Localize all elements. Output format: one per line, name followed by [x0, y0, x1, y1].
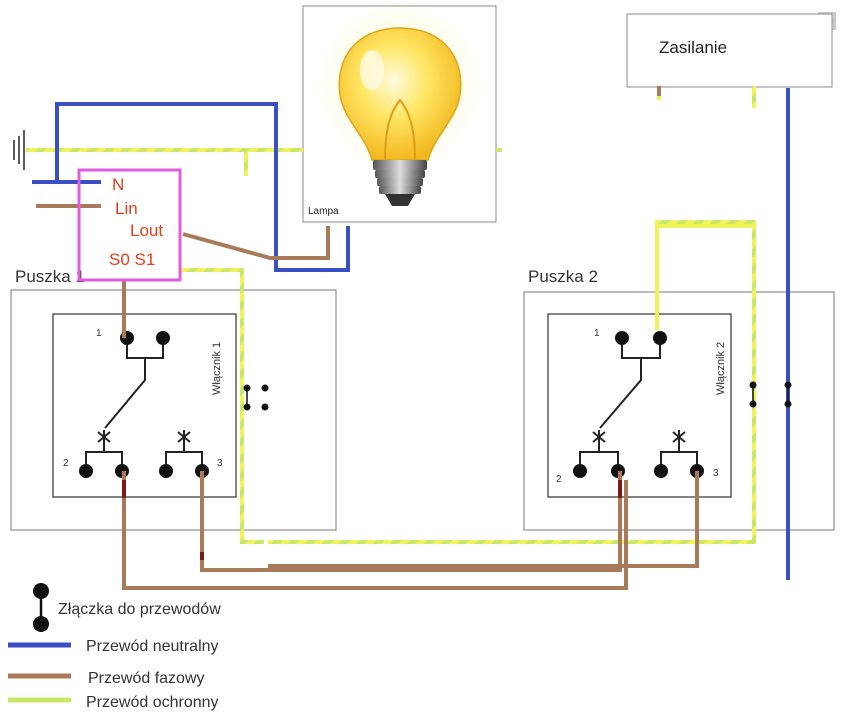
switch1-label: Włącznik 1: [211, 342, 223, 395]
legend-neutral-label: Przewód neutralny: [86, 638, 219, 655]
lightbulb-icon: [315, 0, 485, 206]
module-n-label: N: [112, 175, 124, 194]
zasilanie-label: Zasilanie: [659, 38, 727, 57]
module-s0s1-label: S0 S1: [109, 250, 155, 269]
legend-phase-label: Przewód fazowy: [88, 670, 205, 687]
lamp-label: Lampa: [308, 206, 339, 217]
legend: Złączka do przewodów Przewód neutralny P…: [8, 583, 221, 711]
switch2-terminal-2: 2: [556, 474, 562, 485]
switch2-terminal-1: 1: [594, 328, 600, 339]
switch1-terminal-3: 3: [217, 458, 223, 469]
ground-symbol-icon: [13, 130, 25, 170]
module-lout-label: Lout: [130, 221, 163, 240]
puszka2-label: Puszka 2: [528, 267, 598, 286]
phase-wires: [36, 86, 699, 590]
switch2-label: Włącznik 2: [715, 342, 727, 395]
switch1: 1 2 3 Włącznik 1: [52, 313, 237, 498]
legend-earth-label: Przewód ochronny: [86, 694, 219, 711]
earth-yellow-segments: [655, 224, 754, 330]
legend-connector-icon: [33, 583, 49, 632]
connector-pair-2: [749, 381, 792, 408]
puszka1-label: Puszka 1: [15, 267, 85, 286]
switch2-terminal-3: 3: [713, 468, 719, 479]
switch2: 1 2 3 Włącznik 2: [547, 313, 732, 498]
switch1-terminal-2: 2: [63, 458, 69, 469]
lamp-box: Lampa: [302, 0, 497, 223]
neutral-wires: [32, 88, 790, 580]
legend-connector-label: Złączka do przewodów: [58, 601, 221, 618]
module-lin-label: Lin: [115, 199, 138, 218]
smart-module: N Lin Lout S0 S1: [77, 168, 182, 282]
connector-pair-1: [243, 384, 269, 411]
switch1-terminal-1: 1: [96, 328, 102, 339]
zasilanie-box: Zasilanie: [626, 13, 833, 88]
